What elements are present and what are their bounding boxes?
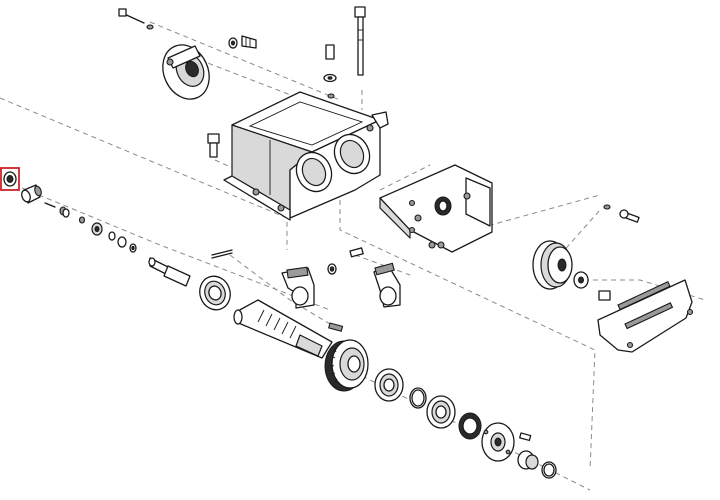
grease-nipple (228, 35, 257, 49)
output-spacer (517, 450, 539, 470)
middle-screw-washer (327, 247, 364, 275)
input-shaft (148, 257, 191, 287)
shift-fork-left (281, 266, 315, 309)
snap-ring (541, 461, 557, 479)
housing-side-bolt (207, 133, 220, 158)
flanged-bearing-housing (162, 44, 210, 100)
spacer-bushing (21, 184, 42, 204)
small-screw-right (603, 204, 640, 223)
end-cap-ring[interactable] (0, 167, 20, 191)
main-splined-shaft (233, 299, 344, 359)
ball-bearing-left (199, 275, 231, 311)
ball-bearing-right (426, 395, 456, 429)
v-belt-pulley (532, 240, 611, 301)
long-bolt (354, 6, 366, 76)
top-screw-small (118, 8, 154, 30)
ball-bearing-middle (374, 368, 404, 402)
end-cover-disk (481, 422, 515, 462)
small-bolt-washer (323, 44, 337, 99)
circlip (409, 387, 427, 409)
gearbox-housing (223, 91, 389, 221)
oil-seal (458, 412, 482, 440)
dowel-pin (211, 249, 233, 259)
cover-screw (519, 432, 532, 442)
motor-mount-bracket (379, 164, 493, 253)
shift-fork-right (373, 262, 401, 308)
guard-plate (597, 279, 694, 353)
assembly-leader-lines (0, 21, 706, 491)
spur-gear (324, 339, 369, 392)
axis-small-parts (44, 202, 137, 253)
